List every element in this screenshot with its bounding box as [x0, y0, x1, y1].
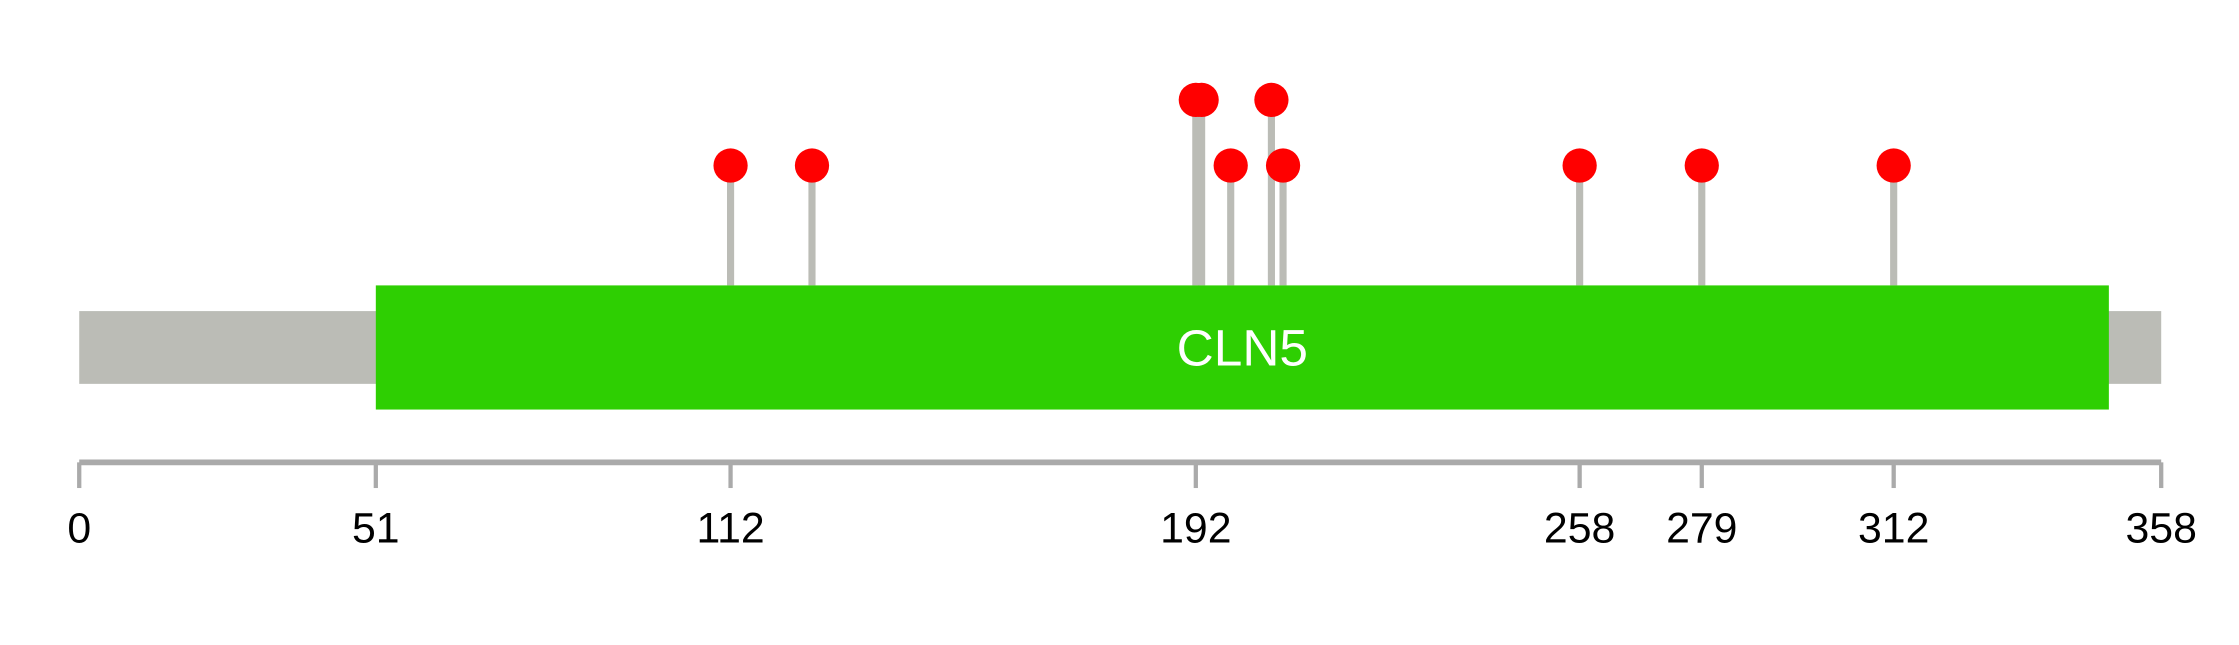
mutation-marker[interactable]: [1254, 82, 1289, 118]
domain-label: CLN5: [1177, 318, 1308, 376]
x-tick-label: 312: [1858, 504, 1929, 552]
x-tick-label: 0: [67, 504, 91, 552]
x-tick-label: 358: [2126, 504, 2197, 552]
mutation-marker[interactable]: [1562, 148, 1597, 183]
domain-cln5: [375, 285, 2109, 410]
x-tick-label: 258: [1544, 504, 1615, 552]
mutation-marker[interactable]: [1184, 82, 1219, 118]
mutation-marker[interactable]: [1213, 148, 1248, 183]
x-tick-label: 192: [1160, 504, 1231, 552]
x-tick-label: 112: [696, 504, 764, 552]
mutation-marker[interactable]: [713, 148, 748, 183]
mutation-marker[interactable]: [794, 148, 830, 183]
mutation-marker[interactable]: [1876, 148, 1911, 183]
mutation-marker[interactable]: [1684, 148, 1719, 183]
x-tick-label: 279: [1666, 504, 1737, 552]
x-tick-label: 51: [352, 504, 400, 552]
mutation-marker[interactable]: [1265, 148, 1301, 183]
